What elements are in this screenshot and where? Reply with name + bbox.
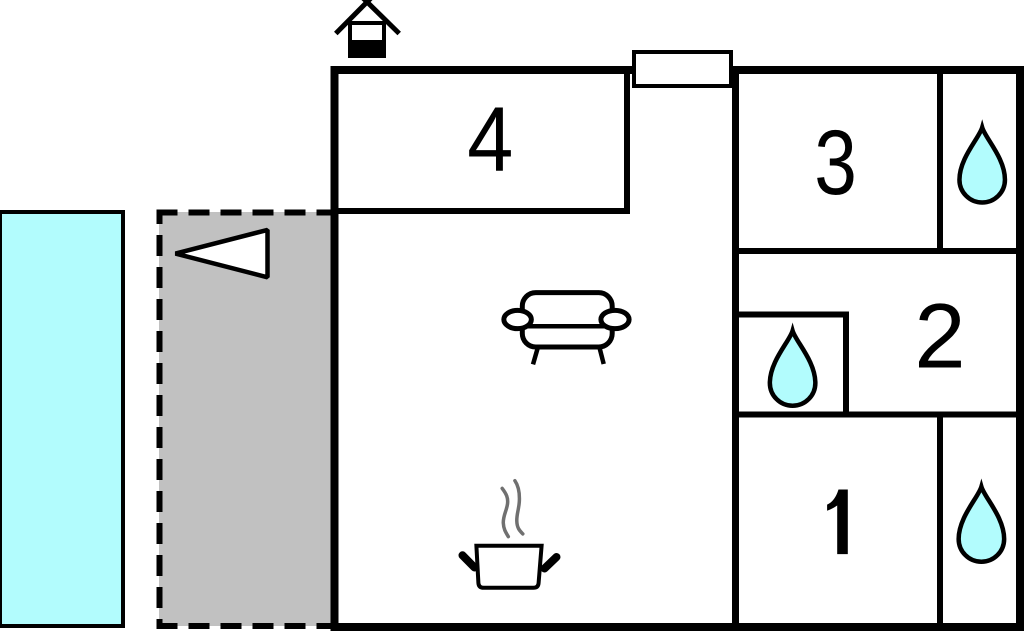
svg-text:3: 3 (814, 110, 857, 213)
svg-text:2: 2 (914, 286, 965, 388)
svg-text:4: 4 (467, 88, 513, 191)
